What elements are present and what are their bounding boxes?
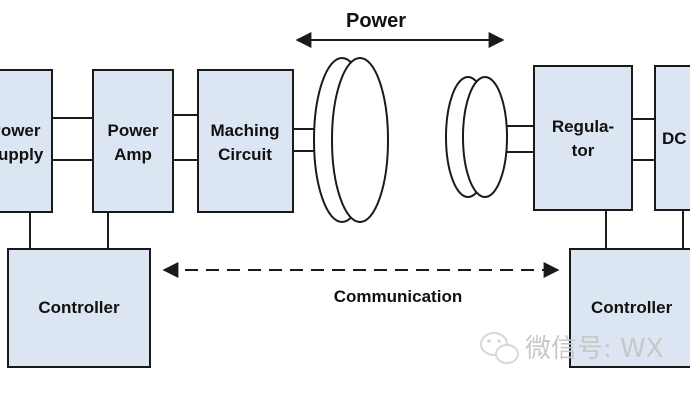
controller-right-label: Controller bbox=[591, 298, 673, 317]
matching-circuit-block bbox=[197, 69, 294, 213]
power-amp-label-line2: Amp bbox=[114, 145, 152, 164]
matching-circuit-label-line1: Maching bbox=[211, 121, 280, 140]
controller-left-block bbox=[7, 248, 151, 368]
regulator-label-line2: tor bbox=[572, 141, 595, 160]
transmitter-coil bbox=[313, 57, 389, 223]
controller-right-block bbox=[569, 248, 690, 368]
matching-circuit-label-line2: Circuit bbox=[218, 145, 272, 164]
dc-label: DC bbox=[662, 129, 687, 148]
wechat-icon bbox=[480, 332, 519, 364]
watermark-text: 微信号: WX bbox=[525, 334, 664, 364]
dc-block bbox=[654, 65, 690, 211]
power-supply-block bbox=[0, 69, 53, 213]
power-amp-block bbox=[92, 69, 174, 213]
regulator-block bbox=[533, 65, 633, 211]
communication-label: Communication bbox=[334, 287, 462, 306]
receiver-coil bbox=[445, 76, 508, 198]
power-transfer-label: Power bbox=[346, 10, 406, 32]
power-amp-label-line1: Power bbox=[107, 121, 158, 140]
regulator-label-line1: Regula- bbox=[552, 117, 614, 136]
power-supply-label-line1: Power bbox=[0, 121, 41, 140]
power-supply-label-line2: Supply bbox=[0, 145, 44, 164]
controller-left-label: Controller bbox=[38, 298, 120, 317]
